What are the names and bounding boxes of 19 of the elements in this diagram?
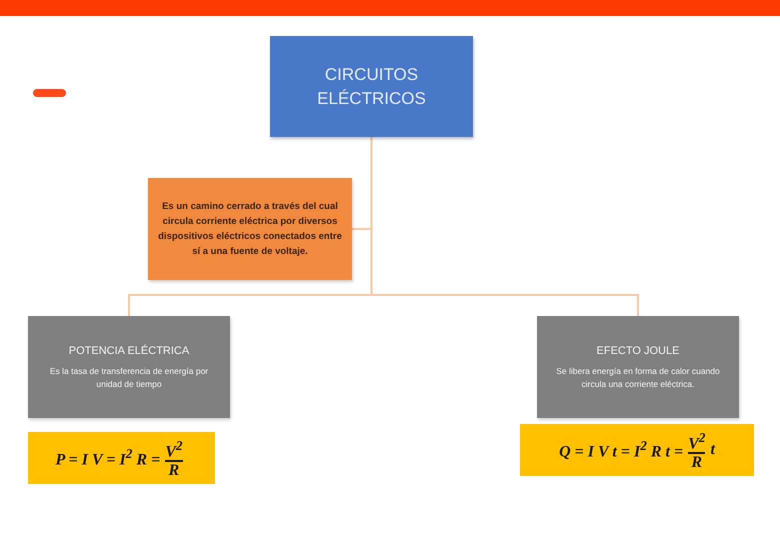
fraction-denominator: R xyxy=(168,462,180,479)
formula-text: t xyxy=(710,441,715,459)
fraction-numerator: V$^{2}$ xyxy=(688,429,706,452)
topic-box xyxy=(270,36,473,137)
concept-description: Se libera energía en forma de calor cuando circula una corriente eléctrica. xyxy=(555,365,721,391)
fraction-denominator: R xyxy=(691,454,702,471)
formula-text: P = I V = I$^{2}$ R = xyxy=(55,446,160,470)
concept-heading: POTENCIA ELÉCTRICA xyxy=(68,344,190,359)
concept-description: Es la tasa de transferencia de energía por unidad de tiempo xyxy=(48,365,210,391)
fraction-numerator: V$^{2}$ xyxy=(165,437,183,460)
concept-box xyxy=(537,316,739,418)
concept-box xyxy=(28,316,230,418)
concept-heading: EFECTO JOULE xyxy=(596,344,680,359)
formula-box xyxy=(520,424,754,476)
definition-text: Es un camino cerrado a través del cual circula corriente eléctrica por diversos dispositivos eléctricos conectados entre sí a una fuente de voltaje. xyxy=(157,200,343,259)
formula-text: Q = I V t = I$^{2}$ R t = xyxy=(559,438,684,462)
topic-title: CIRCUITOS ELÉCTRICOS xyxy=(316,64,427,110)
formula-box xyxy=(28,432,215,484)
definition-box xyxy=(148,178,352,280)
